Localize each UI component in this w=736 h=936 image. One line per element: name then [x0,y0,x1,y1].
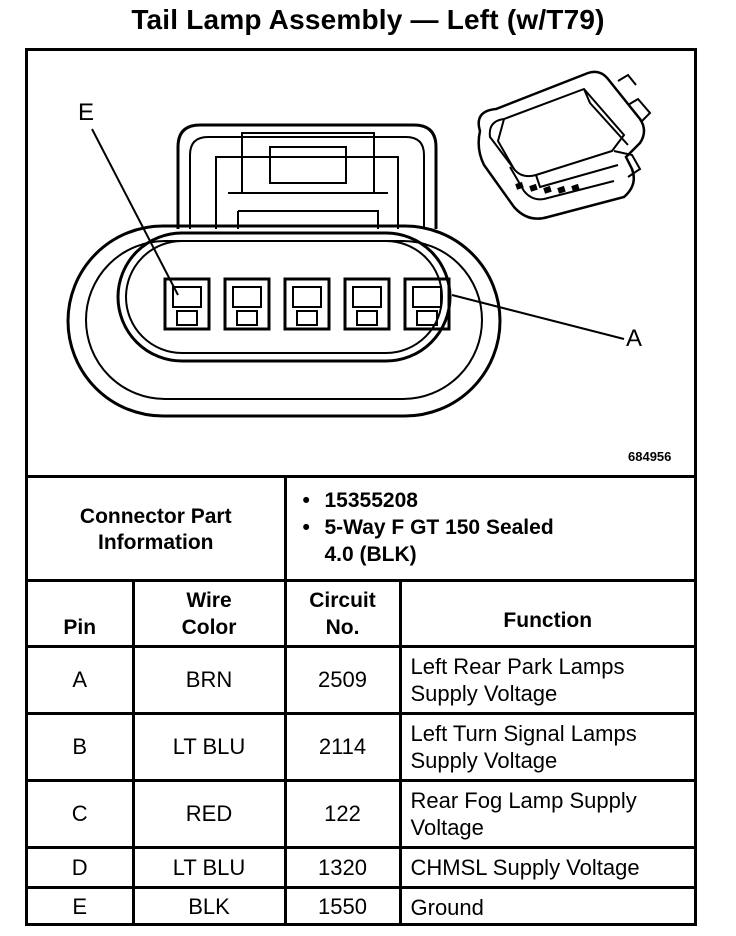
table-row: B LT BLU 2114 Left Turn Signal Lamps Sup… [28,712,694,782]
connector-face-drawing [66,70,652,418]
pin-cavity-b [343,277,391,331]
wire-color-cell: RED [131,779,287,849]
table-row: A BRN 2509 Left Rear Park Lamps Supply V… [28,645,694,715]
connector-thumbnail [477,70,652,220]
connector-description-cont: 4.0 (BLK) [324,543,417,566]
table-row: D LT BLU 1320 CHMSL Supply Voltage [28,846,694,889]
table-row: E BLK 1550 Ground [28,886,694,926]
pin-cell: C [28,779,135,849]
wire-color-cell: LT BLU [131,846,287,889]
header-function: Function [398,579,694,648]
wire-color-cell: LT BLU [131,712,287,782]
wire-color-cell: BLK [131,886,287,926]
pin-cavity-d [223,277,271,331]
pin-cavity-c [283,277,331,331]
header-wire-color: Wire Color [131,579,287,648]
lock-tab [176,123,438,229]
connector-description: 5-Way F GT 150 Sealed [303,514,687,541]
part-number: 15355208 [303,487,687,514]
circuit-cell: 2114 [283,712,402,782]
callout-pin-e: E [78,99,95,126]
connector-table: Connector Part Information 15355208 5-Wa… [28,475,694,926]
leader-line-a [451,294,625,340]
circuit-cell: 2509 [283,645,402,715]
pin-cavities [163,277,451,331]
connector-info-label: Connector Part Information [28,475,287,582]
thumbnail-pins [515,181,580,194]
pin-cell: E [28,886,135,926]
pin-cavity-a [403,277,451,331]
function-cell: Ground [398,886,694,926]
header-pin: Pin [28,579,135,648]
connector-sheet: E A 684956 Connector Part Information 15… [25,48,697,926]
pin-cell: B [28,712,135,782]
table-row: C RED 122 Rear Fog Lamp Supply Voltage [28,779,694,849]
connector-figure: E A 684956 [28,51,694,475]
function-cell: Left Turn Signal Lamps Supply Voltage [398,712,694,782]
pin-cell: A [28,645,135,715]
header-circuit-no: Circuit No. [283,579,402,648]
pin-cavity-e [163,277,211,331]
circuit-cell: 122 [283,779,402,849]
callout-pin-a: A [626,325,643,352]
wire-color-cell: BRN [131,645,287,715]
connector-info-row: Connector Part Information 15355208 5-Wa… [28,475,694,582]
leader-line-e [91,128,179,296]
pin-cell: D [28,846,135,889]
function-cell: CHMSL Supply Voltage [398,846,694,889]
housing-outer [66,224,502,418]
table-header-row: Pin Wire Color Circuit No. Function [28,579,694,648]
page-title: Tail Lamp Assembly — Left (w/T79) [131,4,605,35]
circuit-cell: 1320 [283,846,402,889]
function-cell: Rear Fog Lamp Supply Voltage [398,779,694,849]
connector-info-details: 15355208 5-Way F GT 150 Sealed 4.0 (BLK) [283,475,694,582]
figure-id: 684956 [628,449,672,464]
circuit-cell: 1550 [283,886,402,926]
function-cell: Left Rear Park Lamps Supply Voltage [398,645,694,715]
